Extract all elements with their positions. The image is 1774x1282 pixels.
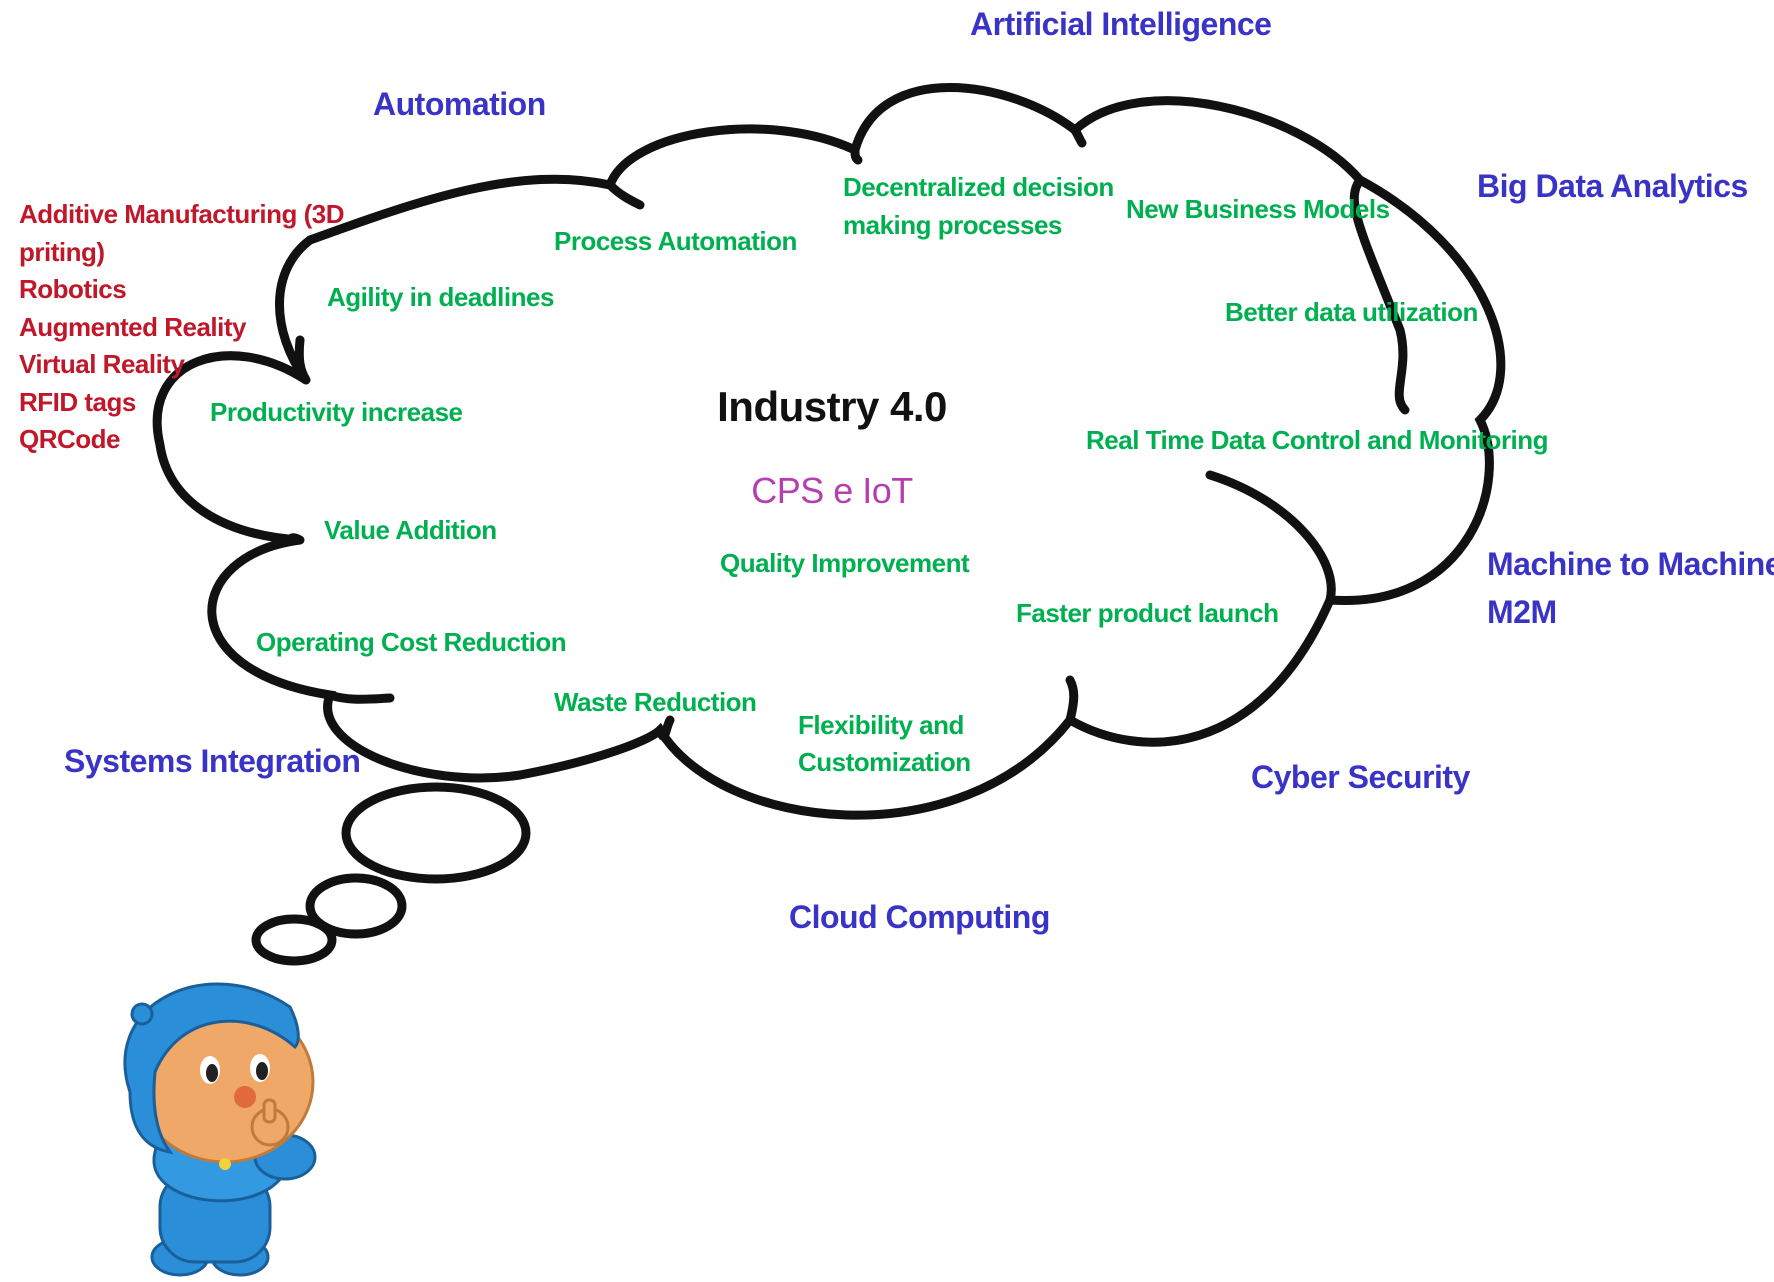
label-faster-launch: Faster product launch bbox=[1016, 598, 1279, 628]
label-productivity: Productivity increase bbox=[210, 397, 463, 427]
cloud-inner-arc-7 bbox=[655, 715, 675, 741]
center-title: Industry 4.0 bbox=[717, 383, 947, 430]
list-item: Virtual Reality bbox=[19, 349, 185, 379]
label-artificial-intelligence: Artificial Intelligence bbox=[970, 6, 1272, 42]
cloud-inner-arc-5 bbox=[1205, 470, 1336, 605]
label-automation: Automation bbox=[373, 86, 546, 122]
cloud-inner-arc-2 bbox=[850, 145, 863, 165]
thinking-character-icon bbox=[123, 982, 317, 1277]
cloud-inner-arc-10 bbox=[325, 690, 395, 704]
thought-bubble-medium bbox=[305, 873, 407, 939]
label-systems-integration: Systems Integration bbox=[64, 743, 361, 779]
cloud-inner-arc-4 bbox=[1349, 175, 1410, 415]
list-item: Augmented Reality bbox=[19, 311, 247, 342]
label-agility: Agility in deadlines bbox=[327, 282, 554, 312]
label-better-data: Better data utilization bbox=[1225, 297, 1478, 327]
list-item: Robotics bbox=[19, 274, 127, 304]
label-m2m: M2M bbox=[1487, 594, 1557, 630]
thought-bubble-large bbox=[341, 782, 531, 884]
list-item: priting) bbox=[19, 236, 105, 267]
center-subtitle: CPS e IoT bbox=[751, 470, 913, 511]
label-new-business-models: New Business Models bbox=[1126, 194, 1390, 224]
label-operating-cost: Operating Cost Reduction bbox=[256, 627, 567, 657]
label-making-processes: making processes bbox=[843, 210, 1062, 240]
label-process-automation: Process Automation bbox=[554, 226, 797, 256]
label-value-addition: Value Addition bbox=[324, 515, 497, 545]
label-customization: Customization bbox=[798, 747, 971, 777]
cloud-inner-arc-1 bbox=[605, 180, 645, 210]
label-cloud-computing: Cloud Computing bbox=[789, 899, 1050, 935]
label-waste: Waste Reduction bbox=[554, 687, 757, 717]
label-quality: Quality Improvement bbox=[720, 548, 970, 578]
label-machine-to-machine: Machine to Machine bbox=[1487, 546, 1774, 582]
list-item: QRCode bbox=[19, 424, 121, 454]
cloud-inner-arc-8 bbox=[287, 533, 305, 545]
label-big-data-analytics: Big Data Analytics bbox=[1477, 168, 1748, 204]
label-real-time: Real Time Data Control and Monitoring bbox=[1086, 425, 1549, 455]
label-flexibility: Flexibility and bbox=[798, 710, 964, 740]
cloud-inner-arc-3 bbox=[1070, 125, 1087, 148]
label-decentralized-decision: Decentralized decision bbox=[843, 172, 1114, 202]
label-cyber-security: Cyber Security bbox=[1251, 759, 1470, 795]
cloud-inner-arc-6 bbox=[1065, 675, 1079, 725]
list-item: RFID tags bbox=[19, 386, 136, 417]
list-item: Additive Manufacturing (3D bbox=[19, 199, 345, 229]
thought-bubble-small bbox=[251, 914, 337, 966]
additive-technologies-list: Additive Manufacturing (3D priting) Robo… bbox=[19, 196, 345, 459]
cloud-inner-arc-9 bbox=[294, 335, 311, 385]
